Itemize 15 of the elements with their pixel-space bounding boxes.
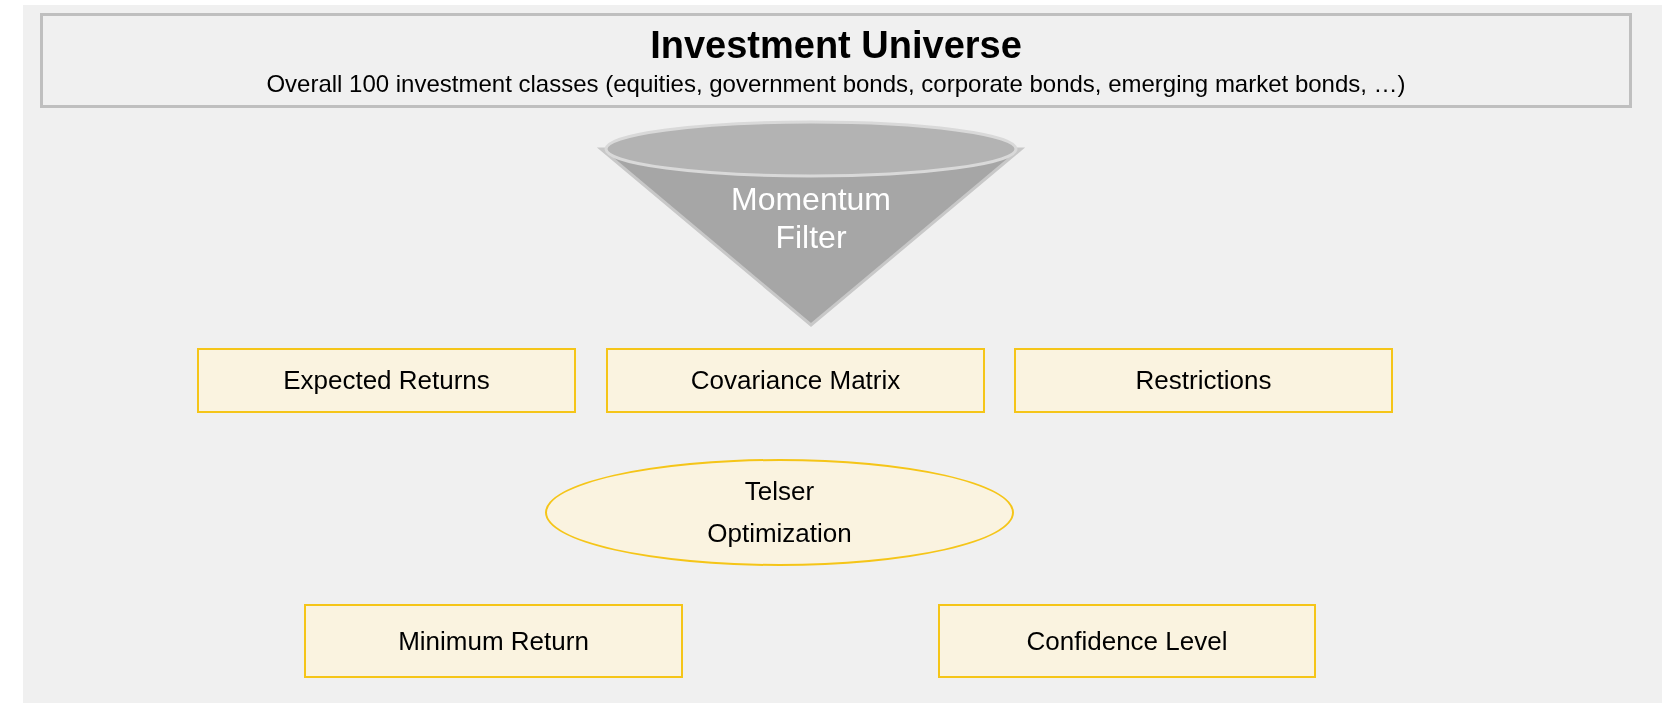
input-box [1014,348,1393,413]
box-label: Covariance Matrix [690,364,901,397]
box-label: Confidence Level [1026,624,1228,658]
box-label: Expected Returns [283,364,490,397]
input-box [197,348,576,413]
title-text: Investment Universe [650,22,1022,68]
input-box [304,604,683,678]
input-box [606,348,985,413]
box-label: Restrictions [1135,364,1272,397]
input-box [938,604,1316,678]
box-label: Minimum Return [398,624,589,658]
header-box [40,13,1632,108]
subtitle-text: Overall 100 investment classes (equities, government bonds, corporate bonds, emerging market bonds, …) [266,69,1406,100]
funnel-label: Momentum Filter [729,180,892,257]
ellipse-label: Telser Optimization [706,474,853,550]
